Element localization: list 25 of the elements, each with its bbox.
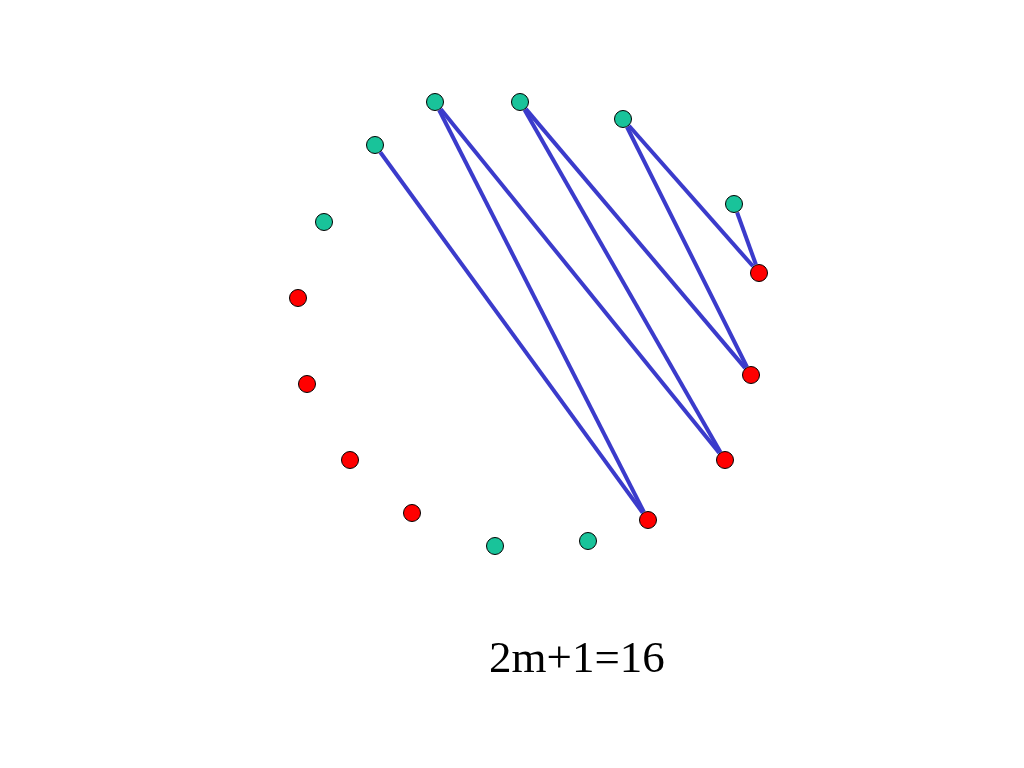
vertex-dot [742, 366, 760, 384]
vertex-dot [614, 110, 632, 128]
vertex-dot [341, 451, 359, 469]
connecting-line [627, 124, 755, 268]
vertex-dot [511, 93, 529, 111]
vertex-dot [298, 375, 316, 393]
vertex-dot [725, 195, 743, 213]
connecting-line [437, 109, 646, 513]
formula-text: 2m+1=16 [489, 635, 665, 680]
connecting-line [522, 108, 723, 454]
vertex-dot [579, 532, 597, 550]
vertex-dot [403, 504, 421, 522]
connecting-line [735, 211, 758, 266]
vertex-dot [486, 537, 504, 555]
connecting-line [625, 126, 749, 368]
connecting-line [439, 107, 721, 455]
vertex-dot [716, 451, 734, 469]
vertex-dot [366, 136, 384, 154]
vertex-dot [750, 264, 768, 282]
vertex-dot [315, 213, 333, 231]
connecting-line [524, 107, 747, 370]
vertex-dot [289, 289, 307, 307]
connecting-line [378, 151, 645, 514]
vertex-dot [639, 511, 657, 529]
vertex-dot [426, 93, 444, 111]
